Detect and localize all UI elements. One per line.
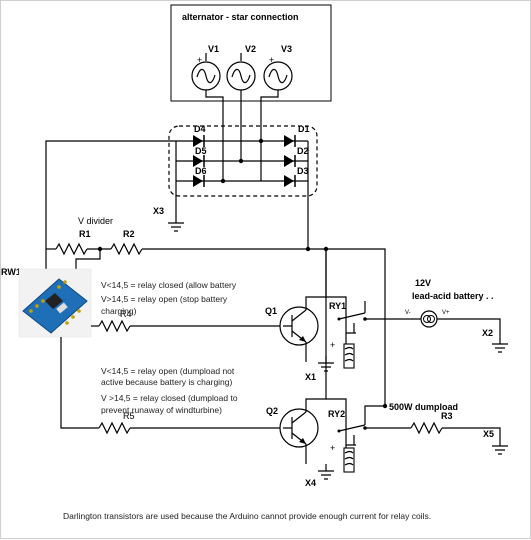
transistor-q2: Q2 (266, 406, 319, 448)
wire-battery-to-gnd (437, 318, 501, 344)
diode-d5-label: D5 (195, 146, 207, 156)
battery-plus-label: V+ (442, 310, 450, 316)
dumpload-label: 500W dumpload (389, 402, 458, 412)
source-v2: V2 (226, 44, 256, 91)
diode-d1: D1 (284, 124, 310, 147)
footer-note: Darlington transistors are used because … (63, 511, 431, 521)
relay-ry2-label: RY2 (328, 409, 345, 419)
resistor-r5 (98, 421, 131, 435)
battery-minus-label: V- (405, 310, 411, 316)
wire-star-top (205, 53, 242, 61)
sine-icon (231, 68, 251, 84)
ground-x2: X2 (482, 328, 508, 353)
diode-d6: D6 (193, 166, 207, 187)
alternator-title: alternator - star connection (182, 12, 299, 22)
battery-label: lead-acid battery . . (412, 291, 494, 301)
wire-q2-collector (305, 297, 327, 412)
ground-x4-label: X4 (305, 478, 316, 488)
source-v2-label: V2 (245, 44, 256, 54)
resistor-r2 (110, 242, 143, 256)
arduino-board: RW1 (1, 267, 92, 338)
phase-links (222, 141, 262, 181)
transistor-q1: Q1 (265, 306, 319, 346)
diode-d3-label: D3 (297, 166, 309, 176)
note-q1-line3: charging) (101, 306, 137, 316)
note-q2-line1: V<14,5 = relay open (dumpload not (101, 366, 235, 376)
source-v3: V3 + (263, 44, 293, 91)
diode-d1-label: D1 (298, 124, 310, 134)
junction-dot (258, 138, 264, 144)
ground-x2-label: X2 (482, 328, 493, 338)
resistor-r3 (410, 421, 443, 435)
ground-x3-label: X3 (153, 206, 164, 216)
note-q1-line1: V<14,5 = relay closed (allow battery (101, 280, 237, 290)
transistor-q1-label: Q1 (265, 306, 277, 316)
wire-relay2-common (364, 405, 385, 425)
diode-d5: D5 (193, 146, 207, 167)
divider-label: V divider (78, 216, 113, 226)
battery: 12V lead-acid battery . . V- V+ (405, 278, 494, 328)
resistor-r2-label: R2 (123, 229, 135, 239)
resistor-r4-label: R4 (120, 309, 132, 319)
resistor-r5-label: R5 (123, 411, 135, 421)
junction-dot (363, 317, 367, 321)
junction-dot (238, 158, 244, 164)
diode-d6-label: D6 (195, 166, 207, 176)
wire-q1-collector (305, 249, 327, 310)
battery-voltage: 12V (415, 278, 431, 288)
note-q2-line2: active because battery is charging) (101, 377, 233, 387)
ground-x4: X4 (305, 464, 334, 488)
wire-r3-to-gnd (442, 427, 501, 446)
resistor-r1 (55, 242, 88, 256)
arduino-label: RW1 (1, 267, 21, 277)
transistor-q2-label: Q2 (266, 406, 278, 416)
note-q2-line4: prevent runaway of windturbine) (101, 405, 222, 415)
note-q2-line3: V >14,5 = relay closed (dumpload to (101, 393, 238, 403)
diode-d2-label: D2 (297, 146, 309, 156)
relay-ry2-plus-sign: + (330, 443, 335, 453)
source-v1-label: V1 (208, 44, 219, 54)
relay-ry1-plus-sign: + (330, 340, 335, 350)
wire-pos-bus (142, 248, 386, 406)
ground-x3: X3 (153, 206, 184, 232)
alternator-box (170, 4, 332, 102)
sine-icon (196, 68, 216, 84)
source-v3-plus-sign: + (269, 55, 274, 65)
source-v1: V1 + (191, 44, 221, 91)
relay-ry2: RY2 + (326, 398, 366, 473)
rectifier-box (168, 125, 318, 197)
diode-d2: D2 (284, 146, 309, 167)
diode-d4-label: D4 (194, 124, 206, 134)
wire-v1 (205, 90, 224, 161)
wire-to-r5 (60, 337, 99, 429)
wire-v3 (260, 90, 279, 141)
source-v3-label: V3 (281, 44, 292, 54)
relay-ry1-label: RY1 (329, 301, 346, 311)
resistor-r1-label: R1 (79, 229, 91, 239)
sine-icon (268, 68, 288, 84)
diode-d3: D3 (284, 166, 309, 187)
wire-gnd-to-arduino (45, 140, 176, 249)
junction-dot (220, 178, 226, 184)
ground-x1: X1 (305, 356, 334, 382)
resistor-r3-label: R3 (441, 411, 453, 421)
relay-ry1: RY1 + (325, 249, 366, 369)
source-v1-plus-sign: + (197, 55, 202, 65)
note-q1-line2: V>14,5 = relay open (stop battery (101, 294, 228, 304)
ground-x5-label: X5 (483, 429, 494, 439)
resistor-r4 (98, 319, 131, 333)
diode-d4: D4 (193, 124, 206, 147)
ground-x1-label: X1 (305, 372, 316, 382)
wire-divider-mid (75, 249, 101, 269)
ground-x5: X5 (483, 429, 508, 455)
junction-dot (382, 403, 388, 409)
